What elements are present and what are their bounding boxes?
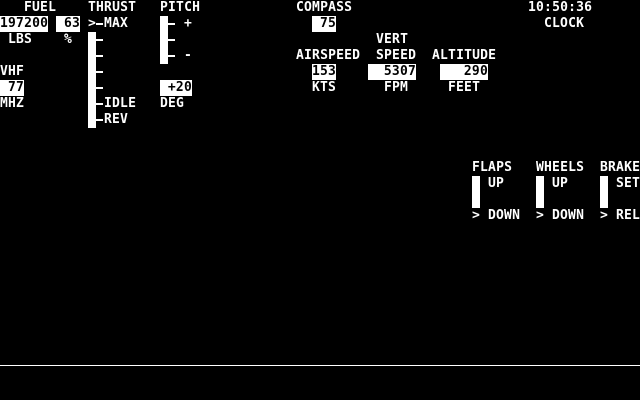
fuel-percent-unit: % <box>64 32 73 47</box>
flaps-label: FLAPS <box>472 160 513 175</box>
altitude-unit: FEET <box>448 80 481 95</box>
vhf-readout[interactable]: 77 <box>0 80 24 96</box>
pitch-tick <box>168 39 175 41</box>
thrust-tick <box>96 55 103 57</box>
pitch-tick <box>168 23 175 25</box>
wheels-lever[interactable] <box>536 176 544 224</box>
fuel-pounds-readout: 197200 <box>0 16 49 32</box>
thrust-tick <box>96 103 103 105</box>
fuel-pounds-unit: LBS <box>8 32 33 47</box>
flaps-pointer-icon: > <box>472 208 481 224</box>
wheels-label: WHEELS <box>536 160 585 175</box>
pitch-plus-label: + <box>184 16 193 31</box>
airspeed-label: AIRSPEED <box>296 48 361 63</box>
brake-pointer-icon: > <box>600 208 609 224</box>
airspeed-unit: KTS <box>312 80 337 95</box>
airspeed-readout: 153 <box>312 64 337 80</box>
thrust-label: THRUST <box>88 0 137 15</box>
flaps-lever[interactable] <box>472 176 480 224</box>
vert-speed-readout: 5307 <box>368 64 416 80</box>
pitch-label: PITCH <box>160 0 201 15</box>
fuel-label: FUEL <box>24 0 57 15</box>
thrust-tick <box>96 39 103 41</box>
vert-speed-unit: FPM <box>384 80 409 95</box>
altitude-readout: 290 <box>440 64 488 80</box>
pitch-readout: +20 <box>160 80 192 96</box>
pitch-unit: DEG <box>160 96 185 111</box>
brake-label: BRAKE <box>600 160 640 175</box>
thrust-tick <box>96 71 103 73</box>
wheels-pointer-icon: > <box>536 208 545 224</box>
thrust-tick <box>96 23 103 25</box>
brake-lever[interactable] <box>600 176 608 224</box>
clock-label: CLOCK <box>544 16 585 31</box>
thrust-tick <box>96 87 103 89</box>
pitch-tick <box>168 55 175 57</box>
vert-speed-label-line1: VERT <box>376 32 409 47</box>
compass-readout: 75 <box>312 16 336 32</box>
horizon-divider-line <box>0 365 640 366</box>
wheels-down-option[interactable]: DOWN <box>552 208 585 223</box>
wheels-up-option[interactable]: UP <box>552 176 569 191</box>
brake-rel-option[interactable]: REL <box>616 208 640 223</box>
brake-set-option[interactable]: SET <box>616 176 640 191</box>
pitch-minus-label: - <box>184 48 193 63</box>
thrust-pointer-icon: > <box>88 16 97 32</box>
vhf-label: VHF <box>0 64 25 79</box>
thrust-max-label: MAX <box>104 16 129 31</box>
thrust-lever-bar[interactable] <box>88 16 96 128</box>
vhf-unit: MHZ <box>0 96 25 111</box>
thrust-tick <box>96 119 103 121</box>
thrust-rev-label: REV <box>104 112 129 127</box>
altitude-label: ALTITUDE <box>432 48 497 63</box>
flaps-up-option[interactable]: UP <box>488 176 505 191</box>
clock-time: 10:50:36 <box>528 0 593 15</box>
compass-label: COMPASS <box>296 0 353 15</box>
fuel-percent-readout: 63 <box>56 16 80 32</box>
thrust-idle-label: IDLE <box>104 96 137 111</box>
flaps-down-option[interactable]: DOWN <box>488 208 521 223</box>
vert-speed-label-line2: SPEED <box>376 48 417 63</box>
pitch-bar[interactable] <box>160 16 168 64</box>
